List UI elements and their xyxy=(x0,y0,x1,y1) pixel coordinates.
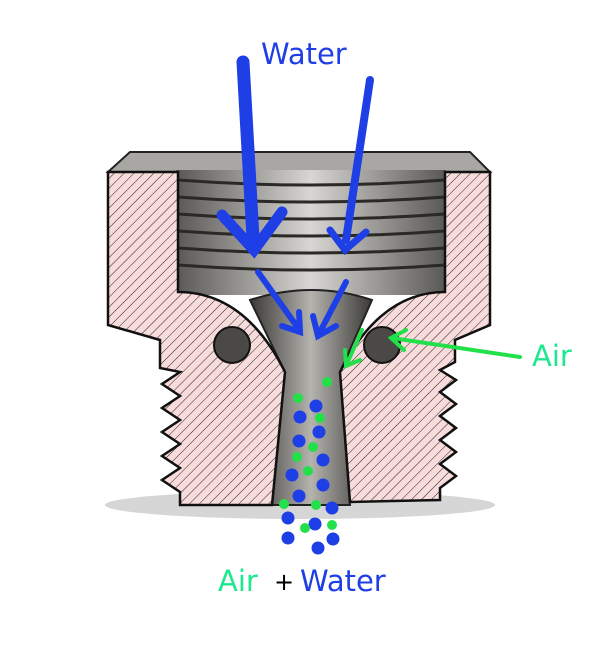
thread-ridge xyxy=(177,229,446,238)
water-droplet xyxy=(316,478,330,492)
water-droplet xyxy=(293,410,307,424)
thread-ridge xyxy=(177,212,446,221)
air-arrow-small xyxy=(345,328,364,366)
air-inlet-label: Air xyxy=(532,339,572,373)
air-bubble xyxy=(293,393,303,403)
air-bubble xyxy=(322,377,332,387)
arrowhead-icon xyxy=(216,206,288,259)
bubble-dots xyxy=(279,377,340,555)
water-arrow-right xyxy=(342,76,374,244)
plus-sign: + xyxy=(274,568,295,596)
air-bubble xyxy=(315,413,325,423)
arrowhead-icon xyxy=(387,328,408,352)
mix-air-label: Air xyxy=(218,564,258,598)
air-bubble xyxy=(311,500,321,510)
body-section-right xyxy=(338,170,492,504)
thread-ridge xyxy=(177,178,446,187)
hex-top-face xyxy=(105,151,493,173)
air-bubble xyxy=(292,452,302,462)
water-droplet xyxy=(309,399,323,413)
arrowhead-icon xyxy=(310,313,339,341)
water-droplet xyxy=(292,489,306,503)
air-bubble xyxy=(303,466,313,476)
arrowhead-icon xyxy=(343,348,362,369)
thread-ridge xyxy=(177,246,446,255)
water-droplet xyxy=(326,532,340,546)
mix-water-label: Water xyxy=(300,564,386,598)
water-arrow-left xyxy=(236,55,260,245)
air-bubble xyxy=(327,520,337,530)
water-droplet xyxy=(281,531,295,545)
air-bubble xyxy=(300,523,310,533)
water-inlet-label: Water xyxy=(261,37,347,71)
air-channel-left xyxy=(213,326,251,364)
air-arrow-main xyxy=(390,336,522,359)
water-droplet xyxy=(285,468,299,482)
air-arrows xyxy=(343,328,522,369)
air-bubble xyxy=(279,499,289,509)
air-channel-right xyxy=(363,326,401,364)
body-section-left xyxy=(106,170,287,507)
water-droplet xyxy=(325,501,339,515)
water-droplet xyxy=(316,453,330,467)
water-arrows xyxy=(216,55,374,341)
thread-lines xyxy=(177,178,446,272)
arrowhead-icon xyxy=(326,226,370,256)
water-droplet xyxy=(312,425,326,439)
thread-ridge xyxy=(177,263,446,272)
water-droplet xyxy=(281,511,295,525)
air-bubble xyxy=(308,442,318,452)
water-droplet xyxy=(308,517,322,531)
water-droplet xyxy=(311,541,325,555)
arrowhead-icon xyxy=(279,309,304,337)
water-droplet xyxy=(292,434,306,448)
thread-ridge xyxy=(177,195,446,204)
